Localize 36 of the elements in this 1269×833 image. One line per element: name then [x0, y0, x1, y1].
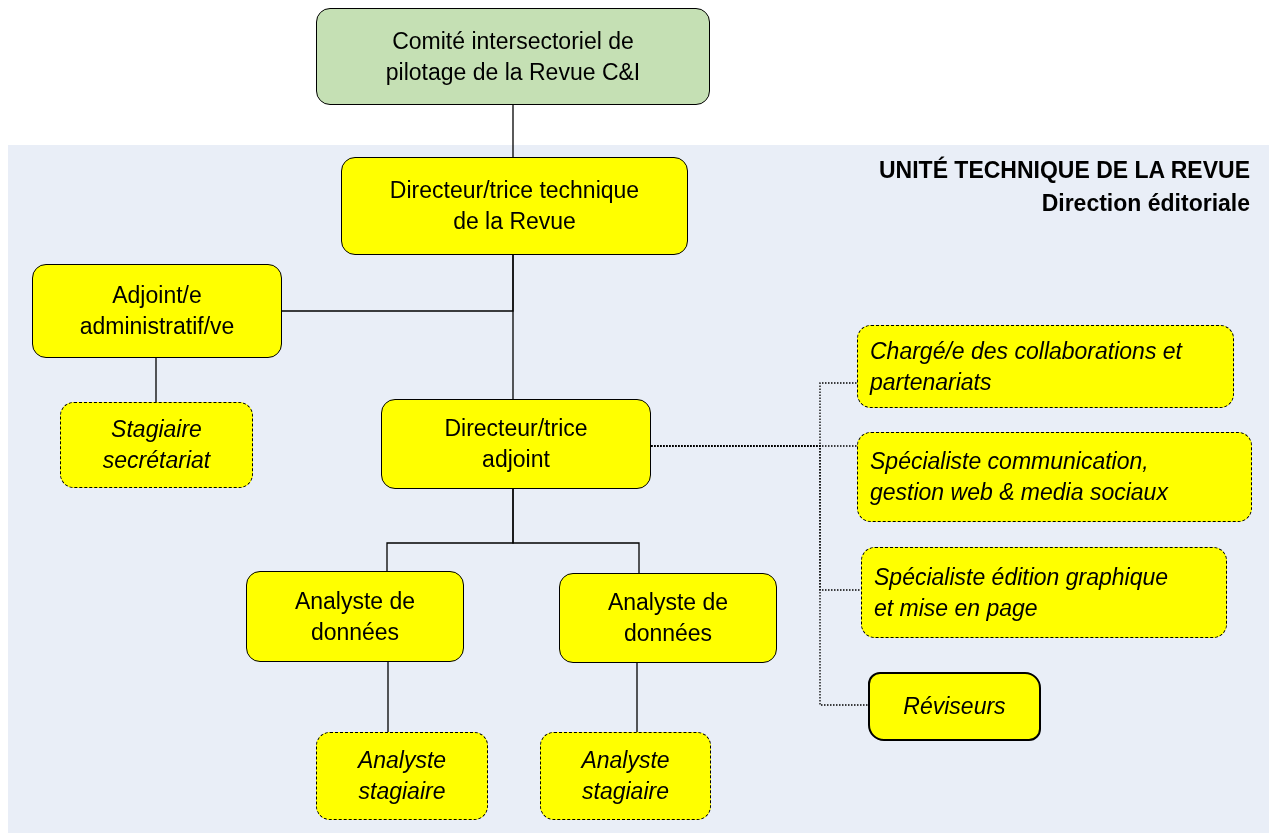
- role-box: [868, 672, 1041, 741]
- role-title: Comité intersectoriel de pilotage de la Revue C&I: [384, 26, 642, 87]
- role-box: [32, 264, 282, 358]
- connector: [512, 488, 640, 574]
- role-box: [381, 399, 651, 489]
- role-box: [559, 573, 777, 663]
- dashed-role-box: [316, 732, 488, 820]
- panel-subheading: Direction éditoriale: [1041, 190, 1250, 217]
- role-box: [341, 157, 688, 255]
- role-title: Chargé/e des collaborations et partenariats: [870, 336, 1184, 397]
- dashed-role-box: [861, 547, 1227, 638]
- role-title: Spécialiste édition graphique et mise en page: [874, 562, 1170, 623]
- panel-heading: UNITÉ TECHNIQUE DE LA REVUE: [879, 157, 1250, 184]
- dotted-connector: [650, 445, 869, 706]
- connector: [387, 661, 389, 733]
- role-title: Directeur/trice technique de la Revue: [388, 176, 641, 236]
- connector: [155, 357, 157, 403]
- connector: [636, 662, 638, 733]
- role-title: Stagiaire secrétariat: [101, 415, 212, 475]
- dashed-role-box: [857, 432, 1252, 522]
- connector: [512, 104, 514, 158]
- dashed-role-box: [540, 732, 711, 820]
- role-title: Spécialiste communication, gestion web & media sociaux: [870, 447, 1170, 507]
- unit-panel: [8, 145, 1269, 833]
- role-title: Adjoint/e administratif/ve: [78, 281, 236, 341]
- role-title: Analyste de données: [606, 588, 730, 648]
- role-title: Analyste de données: [293, 586, 417, 647]
- role-title: Réviseurs: [903, 692, 1006, 722]
- role-title: Analyste stagiaire: [581, 746, 670, 806]
- connector: [512, 254, 514, 400]
- dashed-role-box: [857, 325, 1234, 408]
- role-box: [246, 571, 464, 662]
- role-box: [316, 8, 710, 105]
- role-title: Directeur/trice adjoint: [443, 414, 589, 474]
- role-title: Analyste stagiaire: [357, 746, 447, 806]
- dashed-role-box: [60, 402, 253, 488]
